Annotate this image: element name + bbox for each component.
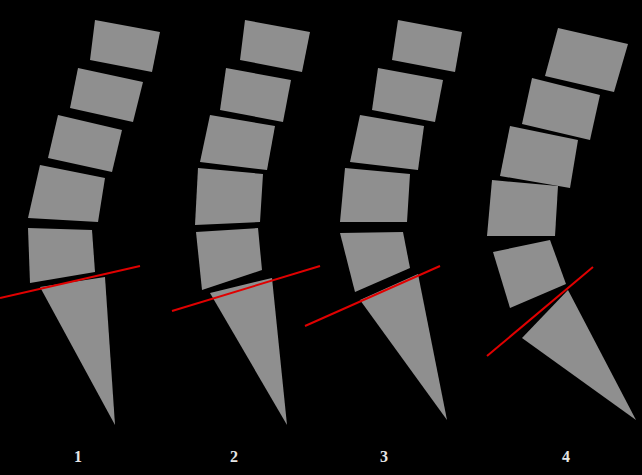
sacral-line bbox=[487, 267, 593, 356]
vertebra bbox=[545, 28, 628, 92]
sacral-line bbox=[305, 266, 440, 326]
vertebra bbox=[487, 180, 558, 236]
spine-1 bbox=[28, 20, 160, 425]
vertebra bbox=[28, 228, 95, 283]
figure-number: 2 bbox=[230, 449, 238, 465]
sacral-line bbox=[0, 266, 140, 298]
sacrum bbox=[522, 290, 636, 420]
figure-number: 1 bbox=[74, 449, 82, 465]
vertebra bbox=[28, 165, 105, 222]
sacral-line bbox=[172, 266, 320, 311]
vertebra bbox=[48, 115, 122, 172]
vertebra bbox=[392, 20, 462, 72]
vertebra bbox=[500, 126, 578, 188]
vertebra bbox=[240, 20, 310, 72]
vertebra bbox=[372, 68, 443, 122]
sacrum bbox=[40, 277, 115, 425]
spine-3 bbox=[340, 20, 462, 420]
vertebra bbox=[196, 228, 262, 290]
figure-number: 4 bbox=[562, 449, 570, 465]
vertebra bbox=[195, 168, 263, 225]
spine-4 bbox=[487, 28, 636, 420]
vertebra bbox=[200, 115, 275, 170]
figure-number: 3 bbox=[380, 449, 388, 465]
vertebra bbox=[90, 20, 160, 72]
vertebra bbox=[340, 168, 410, 222]
vertebra bbox=[220, 68, 291, 122]
spine-2 bbox=[195, 20, 310, 425]
vertebra bbox=[350, 115, 424, 170]
vertebra bbox=[70, 68, 143, 122]
sacrum bbox=[210, 278, 287, 425]
vertebra bbox=[522, 78, 600, 140]
